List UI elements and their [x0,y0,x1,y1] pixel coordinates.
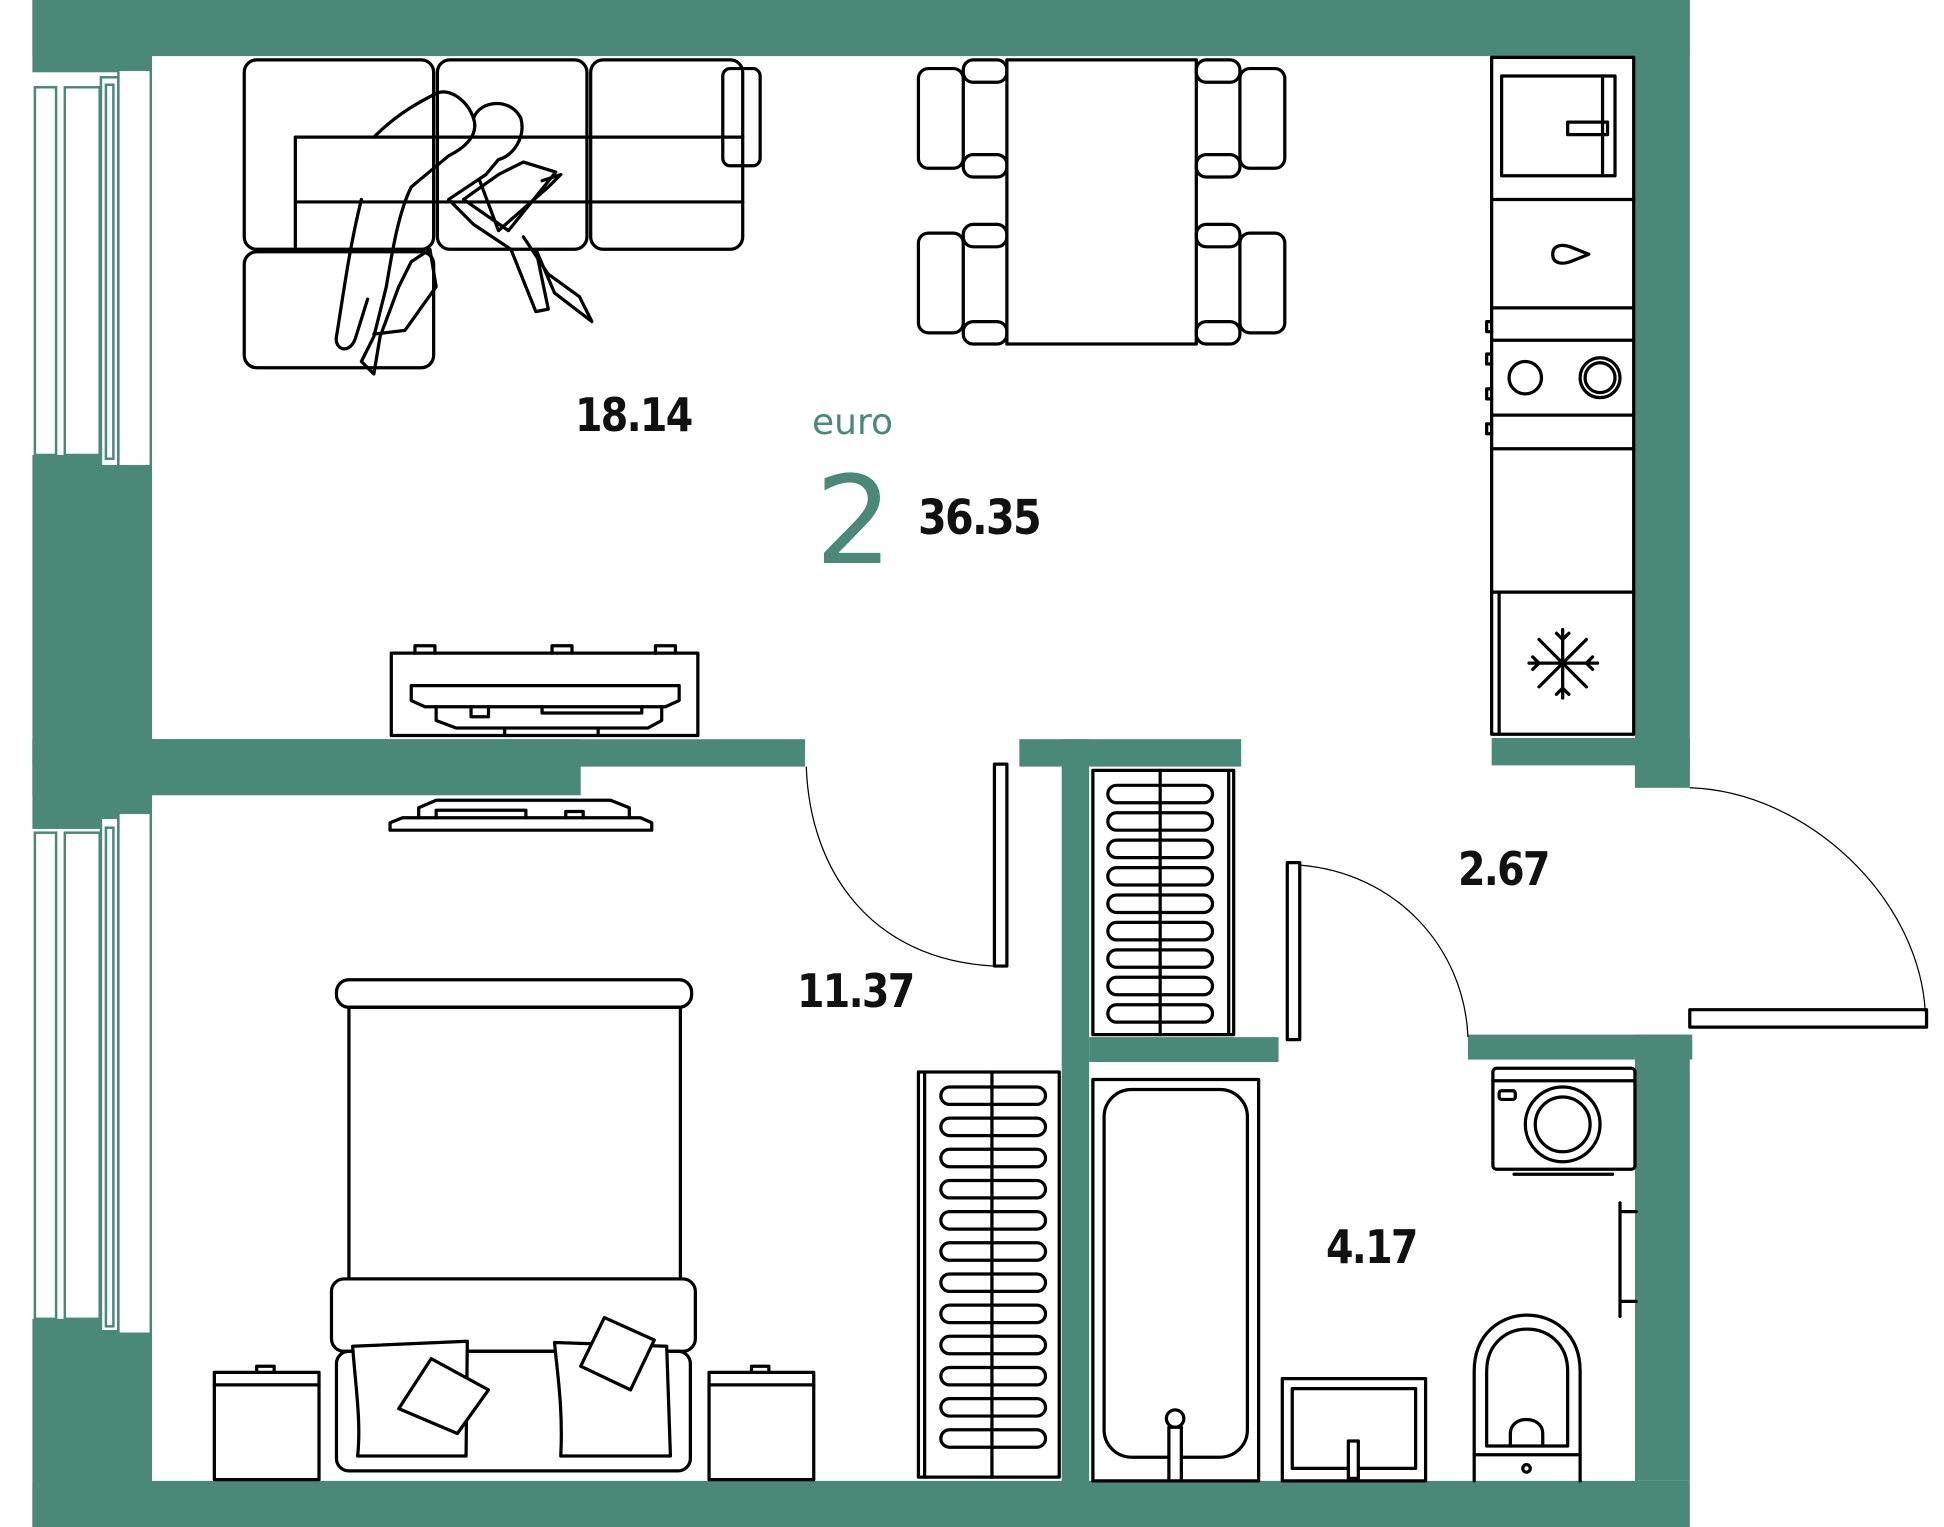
room-area-hallway: 2.67 [1458,842,1550,896]
dining-table-icon [916,58,1287,346]
towel-rail-icon [1618,1201,1638,1318]
sink-icon [1499,74,1617,178]
toilet-icon [1472,1313,1582,1483]
bed-icon [329,978,697,1473]
rooms-count: 2 [815,450,893,592]
walls [32,0,1693,1527]
bathtub-icon [1091,1077,1261,1483]
tv-stand-icon [388,798,654,832]
wardrobe-icon [1091,768,1236,1037]
room-area-bathroom: 4.17 [1326,1220,1418,1274]
room-area-living-kitchen: 18.14 [575,388,693,442]
kitchen-unit [1485,55,1636,736]
washbasin-icon [1280,1377,1428,1483]
door-swing-icon [805,762,1009,968]
washing-machine-icon [1491,1066,1637,1176]
tv-stand-icon [389,644,700,738]
nightstand-icon [212,1364,321,1482]
total-area: 36.35 [918,490,1042,546]
door-swing-icon [1688,787,1929,1029]
window-icon [33,68,153,1336]
room-area-bedroom: 11.37 [797,964,915,1018]
nightstand-icon [707,1364,816,1482]
wardrobe-icon [916,1070,1061,1479]
sofa-with-people-icon [242,58,762,376]
fridge-snowflake-icon [1527,627,1600,700]
door-swing-icon [1285,860,1469,1042]
layout-type-label: euro [812,402,893,443]
hob-icon [1485,319,1622,436]
